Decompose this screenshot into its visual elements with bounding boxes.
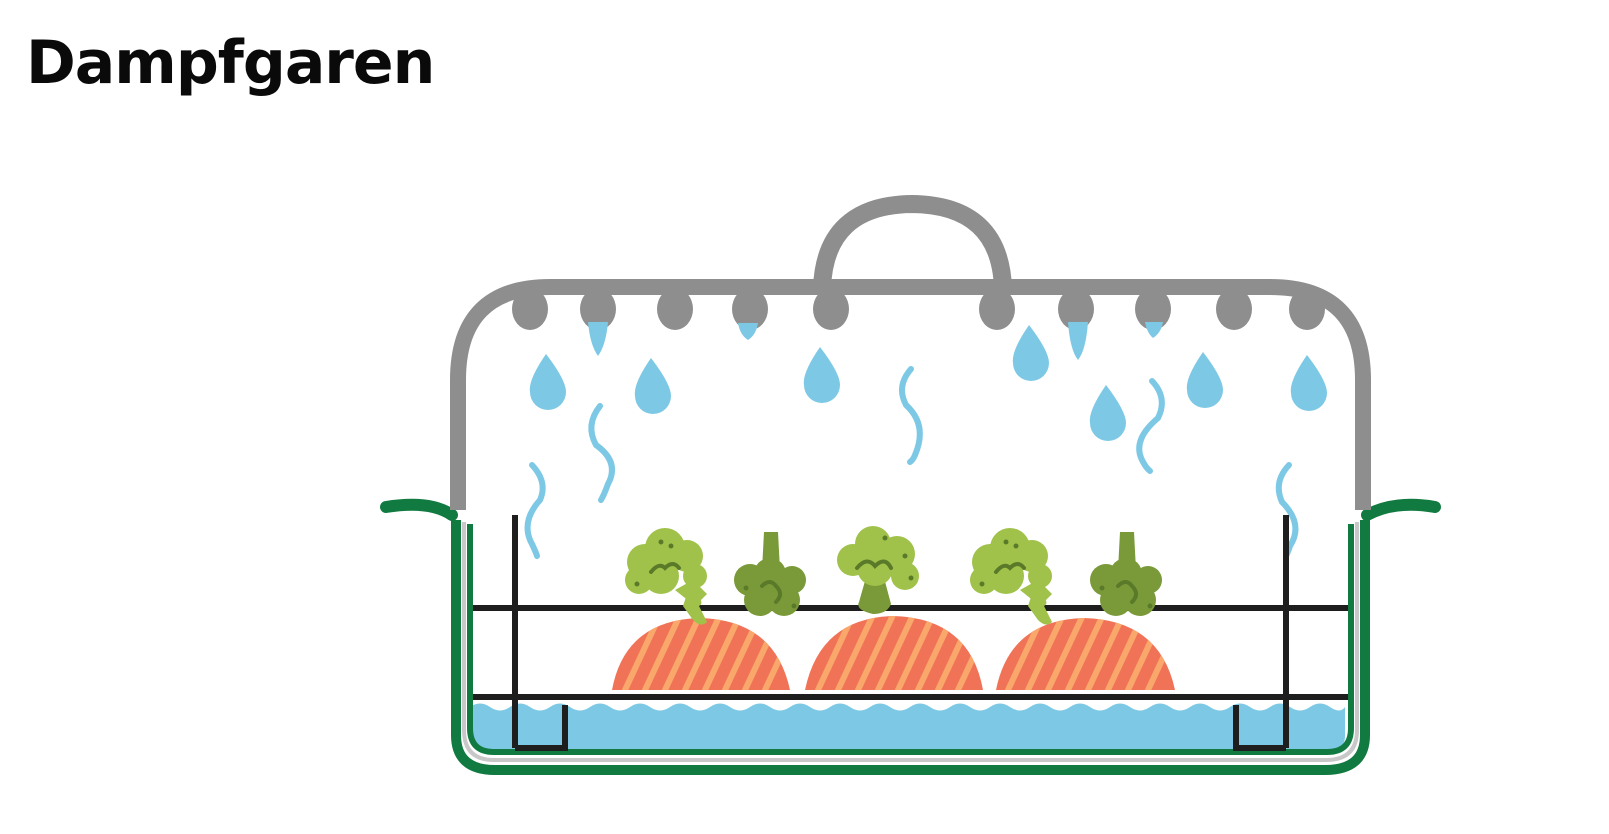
page-title: Dampfgaren — [26, 28, 435, 98]
broccoli-icon — [734, 532, 806, 616]
broccoli-icon — [625, 528, 707, 625]
broccoli-icon — [837, 526, 919, 614]
water-drop-icon — [529, 322, 1327, 441]
steamer-rack-icon — [473, 515, 1348, 751]
pot-handle-right-icon — [1361, 498, 1441, 521]
pot-body — [380, 498, 1441, 775]
salmon-fillet-icon — [612, 618, 790, 690]
salmon-fillet-icon — [805, 616, 983, 690]
broccoli-icon — [1090, 532, 1162, 616]
pot-lid — [450, 194, 1371, 510]
lid-handle-icon — [813, 194, 1012, 289]
salmon-fillet-icon — [996, 618, 1175, 690]
steam-wisp-icon — [524, 366, 1299, 559]
water — [470, 703, 1345, 750]
broccoli-icon — [970, 528, 1052, 625]
pot-handle-left-icon — [380, 498, 458, 521]
